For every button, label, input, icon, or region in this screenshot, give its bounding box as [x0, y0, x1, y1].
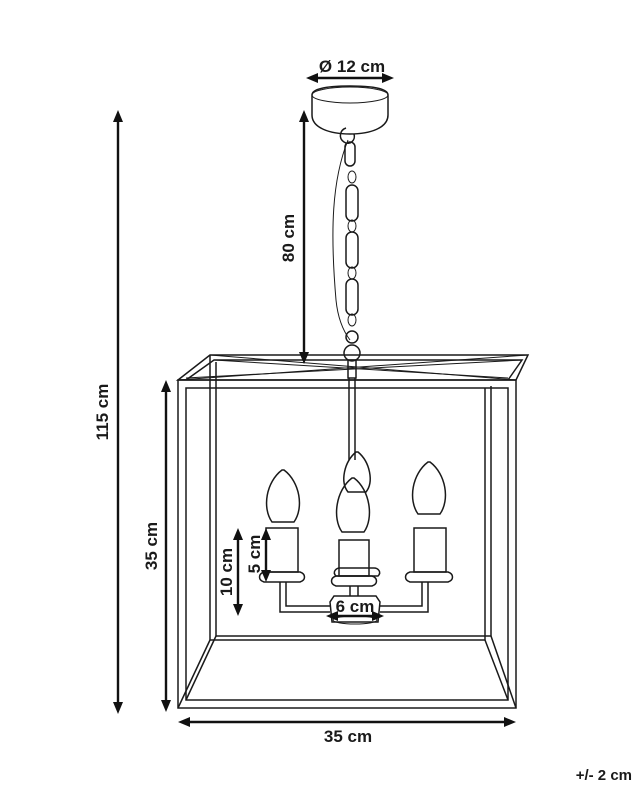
chain [332, 127, 361, 379]
dimension-labels: Ø 12 cm 115 cm 80 cm 35 cm 35 cm 10 cm 5… [93, 57, 632, 784]
hub-width-label: 6 cm [336, 597, 375, 616]
chain-length-label: 80 cm [279, 214, 298, 262]
arm-height-label: 10 cm [217, 548, 236, 596]
dimension-lines [113, 73, 516, 727]
cage-height-label: 35 cm [142, 522, 161, 570]
ceiling-canopy [311, 85, 389, 135]
cage-frame [175, 354, 530, 709]
tolerance-note: +/- 2 cm [576, 767, 632, 784]
canopy-diameter-label: Ø 12 cm [319, 57, 385, 76]
candle-height-label: 5 cm [245, 535, 264, 574]
total-height-label: 115 cm [93, 384, 112, 441]
cage-width-label: 35 cm [324, 727, 372, 746]
candle-fixture [258, 378, 454, 625]
